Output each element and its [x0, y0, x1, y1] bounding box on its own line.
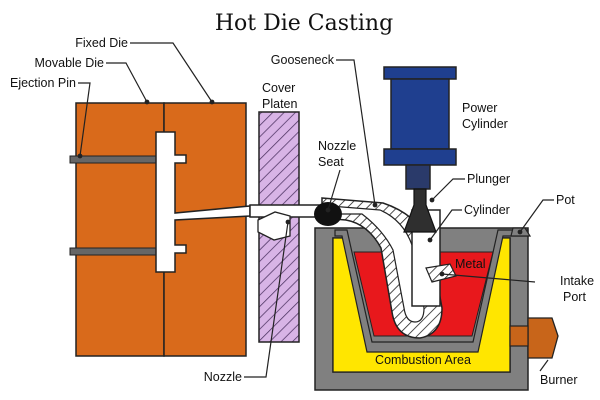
leader-gooseneck [336, 59, 376, 206]
dot-nozzle-seat [325, 207, 331, 213]
label-fixed-die: Fixed Die [75, 36, 128, 50]
dot-ejection-pin [77, 153, 83, 159]
nozzle-seat [314, 202, 342, 226]
dot-cylinder [427, 237, 433, 243]
ejection-pin-upper [69, 155, 159, 164]
leader-pot [519, 199, 554, 233]
label-power-cylinder-1: Power [462, 101, 497, 115]
power-cylinder [390, 78, 450, 150]
dot-nozzle [285, 219, 291, 225]
label-cover-platen-1: Cover [262, 81, 295, 95]
label-plunger: Plunger [467, 172, 510, 186]
leader-nozzle-seat [327, 169, 341, 211]
label-nozzle: Nozzle [204, 370, 242, 384]
leader-intake-port [441, 273, 536, 283]
label-cylinder: Cylinder [464, 203, 510, 217]
power-cylinder-base [383, 148, 457, 166]
dot-movable-die [144, 99, 150, 105]
dot-plunger [429, 197, 435, 203]
label-nozzle-seat-2: Seat [318, 155, 344, 169]
label-metal: Metal [455, 257, 486, 271]
dot-gooseneck [372, 202, 378, 208]
dot-fixed-die [209, 99, 215, 105]
label-movable-die: Movable Die [35, 56, 105, 70]
dot-intake-port [439, 271, 445, 277]
label-cover-platen-2: Platen [262, 97, 297, 111]
power-cylinder-cap [383, 66, 457, 80]
label-combustion-area: Combustion Area [375, 353, 471, 367]
power-cylinder-rod [405, 164, 431, 190]
ejection-pin-lower [69, 247, 159, 256]
nozzle-tip [257, 211, 291, 241]
label-power-cylinder-2: Cylinder [462, 117, 508, 131]
leader-movable-die [106, 62, 148, 103]
label-nozzle-seat-1: Nozzle [318, 139, 356, 153]
leader-burner [539, 359, 549, 372]
label-burner: Burner [540, 373, 578, 387]
burner-nozzle [509, 325, 529, 347]
burner [527, 317, 559, 359]
label-intake-port-1: Intake [560, 274, 594, 288]
diagram-title: Hot Die Casting [215, 11, 393, 36]
fixed-die [163, 102, 247, 357]
label-ejection-pin: Ejection Pin [10, 76, 76, 90]
leader-nozzle [244, 221, 289, 378]
leader-ejection-pin [78, 82, 91, 157]
movable-die [75, 102, 165, 357]
label-pot: Pot [556, 193, 575, 207]
leader-fixed-die [130, 42, 213, 103]
leader-plunger [431, 178, 465, 201]
leader-cylinder [429, 209, 462, 241]
label-intake-port-2: Port [563, 290, 586, 304]
dot-pot [517, 229, 523, 235]
label-gooseneck: Gooseneck [271, 53, 335, 67]
